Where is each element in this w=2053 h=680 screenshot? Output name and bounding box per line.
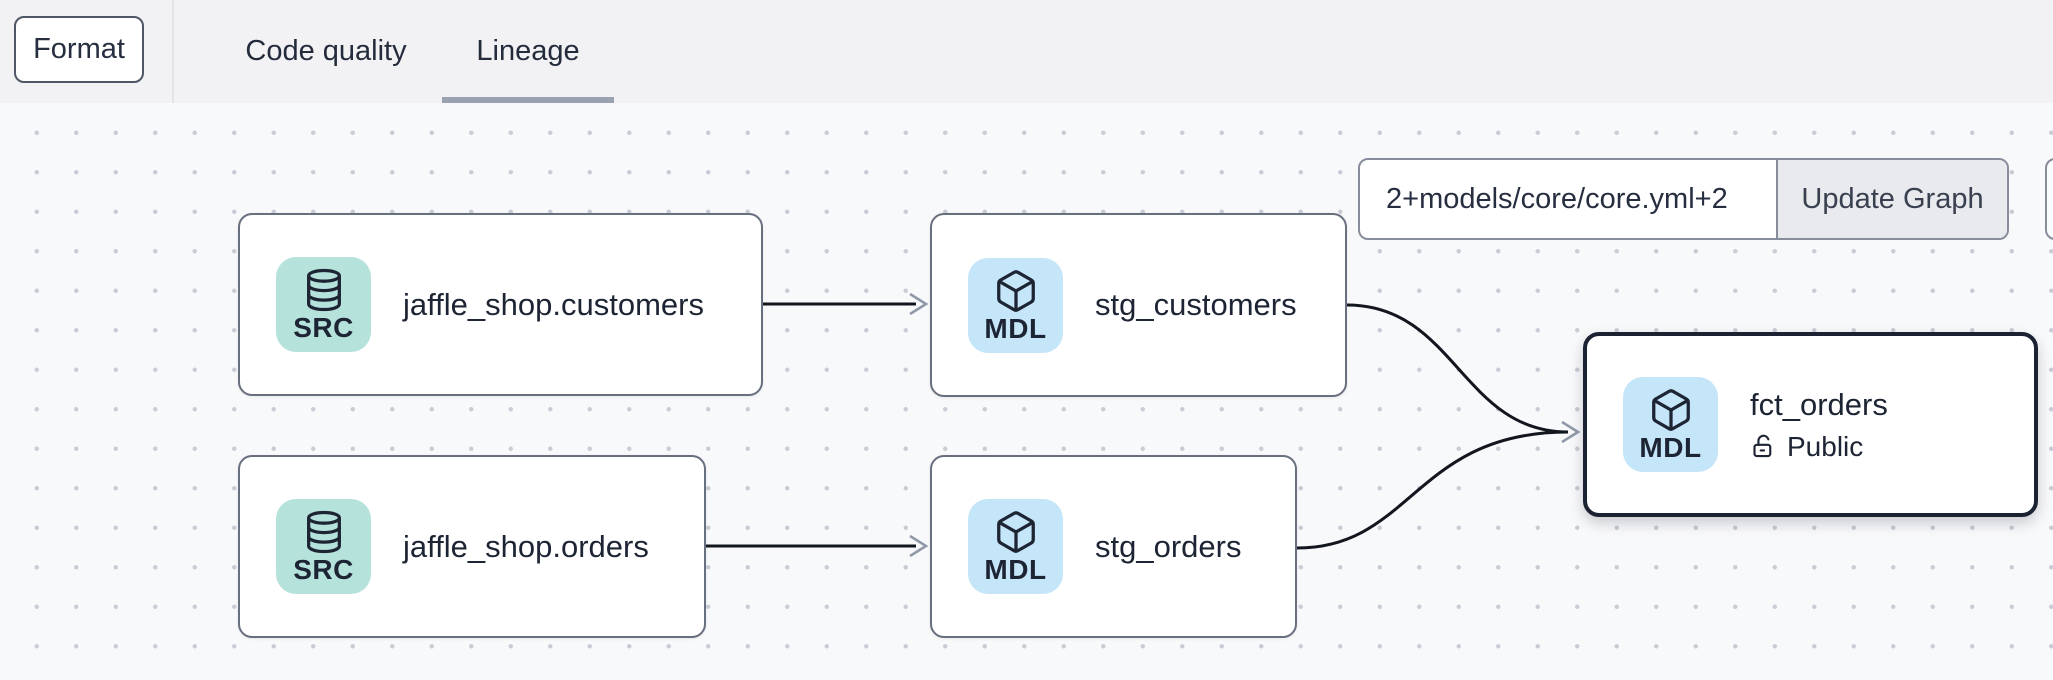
box-icon [996, 511, 1035, 553]
node-jaffle-shop-orders[interactable]: SRC jaffle_shop.orders [238, 455, 706, 638]
model-badge: MDL [968, 257, 1063, 353]
source-badge: SRC [276, 257, 371, 352]
toolbar-divider [172, 0, 174, 103]
badge-label: SRC [293, 554, 354, 585]
model-badge: MDL [1623, 377, 1718, 472]
model-badge: MDL [968, 499, 1063, 594]
source-badge: SRC [276, 499, 371, 594]
node-text: fct_orders Public [1750, 387, 1888, 463]
badge-label: MDL [984, 312, 1047, 344]
format-button[interactable]: Format [14, 16, 144, 83]
box-icon [996, 269, 1035, 312]
node-title: jaffle_shop.orders [403, 528, 649, 564]
badge-label: MDL [984, 554, 1047, 585]
node-title: fct_orders [1750, 386, 1888, 422]
badge-label: SRC [293, 312, 354, 343]
node-title: stg_orders [1095, 528, 1242, 564]
access-row: Public [1750, 431, 1888, 463]
selector-input[interactable] [1360, 160, 1776, 238]
badge-label: MDL [1639, 432, 1702, 463]
node-title: jaffle_shop.customers [403, 286, 704, 322]
node-fct-orders-selected[interactable]: MDL fct_orders Public [1583, 332, 2038, 517]
node-stg-customers[interactable]: MDL stg_customers [930, 213, 1347, 397]
lineage-selector-bar: Update Graph [1358, 158, 2009, 240]
toolbar: Format Code quality Lineage [0, 0, 2053, 103]
node-jaffle-shop-customers[interactable]: SRC jaffle_shop.customers [238, 213, 763, 396]
tab-code-quality[interactable]: Code quality [245, 35, 407, 67]
node-stg-orders[interactable]: MDL stg_orders [930, 455, 1297, 638]
box-icon [1651, 389, 1690, 431]
database-icon [306, 268, 341, 312]
clipped-right-button[interactable] [2045, 158, 2053, 240]
tab-lineage[interactable]: Lineage [442, 0, 614, 103]
access-label: Public [1787, 430, 1864, 462]
database-icon [306, 510, 341, 554]
node-title: stg_customers [1095, 287, 1297, 322]
update-graph-button[interactable]: Update Graph [1776, 160, 2007, 238]
lock-open-icon [1753, 434, 1772, 458]
